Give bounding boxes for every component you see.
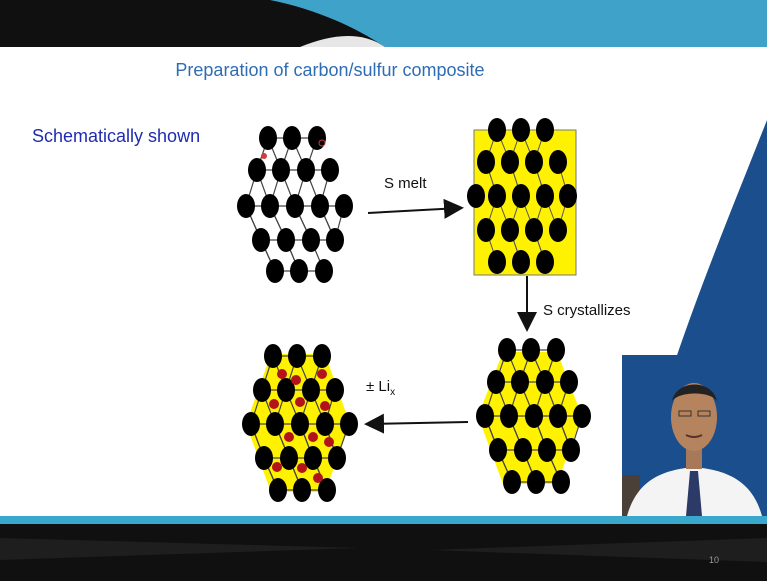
arrow-lithiation-label: ± Lix	[366, 378, 395, 398]
carbon-host-structure	[237, 126, 353, 283]
arrow-crystallize-label: S crystallizes	[543, 302, 631, 319]
arrow-melt-label: S melt	[384, 175, 427, 192]
presenter-video	[622, 355, 767, 516]
arrow-melt	[368, 208, 460, 213]
lithiated-composite-structure	[242, 344, 358, 502]
page-number: 10	[709, 555, 719, 565]
lithiation-label-subscript: x	[390, 387, 395, 398]
crystallized-sulfur-structure	[476, 338, 591, 494]
molten-sulfur-structure	[467, 118, 577, 275]
cursor-mark	[261, 153, 267, 159]
crystallized-sulfur-particles	[476, 338, 591, 494]
carbon-host-particles	[237, 126, 353, 283]
footer-bar	[0, 516, 767, 581]
footer-teal-stripe	[0, 516, 767, 524]
arrow-lithiation	[368, 422, 468, 424]
lithiation-label-text: ± Li	[366, 378, 390, 395]
